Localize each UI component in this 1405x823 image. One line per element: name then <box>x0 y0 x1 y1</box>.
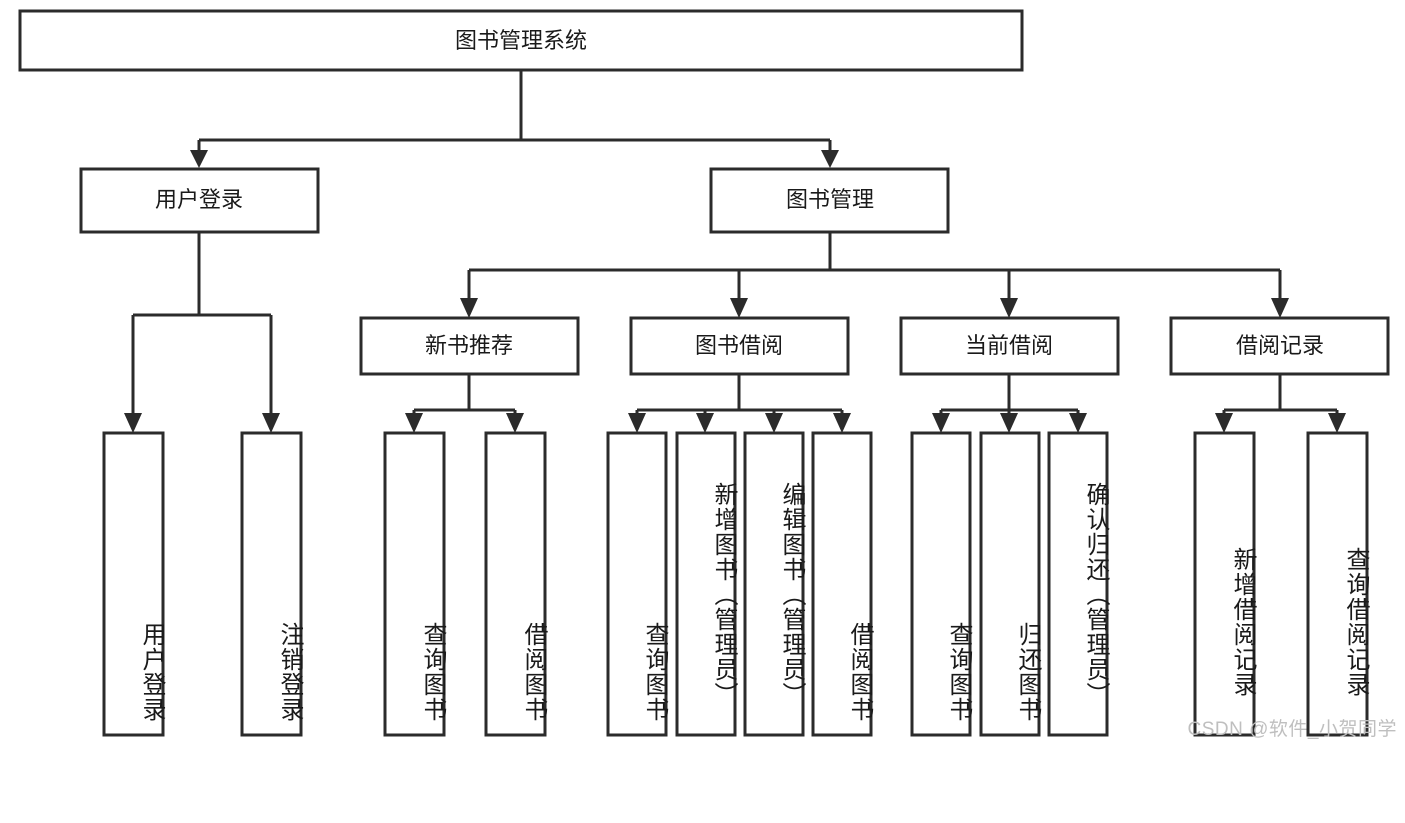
arrow-to-leaf-borrow-book-2 <box>833 413 851 433</box>
diagram-canvas: 图书管理系统 用户登录 图书管理 新书推荐 图书借阅 当前借阅 借阅记录 <box>18 9 1390 737</box>
connector-root-stem <box>197 70 832 152</box>
node-leaf-query-book-1[interactable] <box>383 431 446 737</box>
node-borrow-record[interactable]: 借阅记录 <box>1169 316 1390 376</box>
node-book-manage[interactable]: 图书管理 <box>709 167 950 234</box>
connector-book-manage-branch <box>467 232 1282 300</box>
arrow-to-leaf-add-record <box>1215 413 1233 433</box>
node-leaf-user-login[interactable] <box>102 431 165 737</box>
node-new-book-recommend-label: 新书推荐 <box>425 333 513 358</box>
node-leaf-edit-book[interactable] <box>743 431 805 737</box>
arrow-to-current-borrow <box>1000 298 1018 318</box>
node-leaf-borrow-book-2[interactable] <box>811 431 873 737</box>
node-book-borrow[interactable]: 图书借阅 <box>629 316 850 376</box>
node-current-borrow[interactable]: 当前借阅 <box>899 316 1120 376</box>
node-root-label: 图书管理系统 <box>455 28 587 53</box>
arrow-to-leaf-return-book <box>1000 413 1018 433</box>
node-leaf-add-record[interactable] <box>1193 431 1256 737</box>
arrow-to-new-book-recommend <box>460 298 478 318</box>
arrow-to-leaf-query-book-2 <box>628 413 646 433</box>
arrow-to-user-login <box>190 150 208 168</box>
connector-user-login-branch <box>131 232 273 415</box>
arrow-to-leaf-user-login <box>124 413 142 433</box>
node-user-login[interactable]: 用户登录 <box>79 167 320 234</box>
diagram-root: 图书管理系统 用户登录 图书管理 新书推荐 图书借阅 当前借阅 借阅记录 <box>18 9 1397 740</box>
watermark: CSDN @软件_小贺同学 <box>1187 719 1397 740</box>
node-leaf-add-book[interactable] <box>675 431 737 737</box>
node-book-manage-label: 图书管理 <box>786 187 874 212</box>
connector-new-book-branch <box>412 374 517 415</box>
arrow-to-leaf-borrow-book-1 <box>506 413 524 433</box>
node-leaf-query-record[interactable] <box>1306 431 1369 737</box>
node-leaf-logout-login[interactable] <box>240 431 303 737</box>
arrow-to-book-borrow <box>730 298 748 318</box>
node-leaf-borrow-book-1[interactable] <box>484 431 547 737</box>
node-leaf-confirm-return[interactable] <box>1047 431 1109 737</box>
arrow-to-leaf-edit-book <box>765 413 783 433</box>
arrow-to-leaf-query-book-1 <box>405 413 423 433</box>
node-leaf-query-book-2[interactable] <box>606 431 668 737</box>
node-borrow-record-label: 借阅记录 <box>1236 333 1324 358</box>
node-user-login-label: 用户登录 <box>155 187 243 212</box>
connector-current-borrow-branch <box>939 374 1080 415</box>
arrow-to-leaf-confirm-return <box>1069 413 1087 433</box>
node-leaf-query-book-3[interactable] <box>910 431 972 737</box>
node-book-borrow-label: 图书借阅 <box>695 333 783 358</box>
node-leaf-return-book[interactable] <box>979 431 1041 737</box>
arrow-to-leaf-logout-login <box>262 413 280 433</box>
arrow-to-leaf-add-book <box>696 413 714 433</box>
node-root[interactable]: 图书管理系统 <box>18 9 1024 72</box>
connector-book-borrow-branch <box>635 374 844 415</box>
node-new-book-recommend[interactable]: 新书推荐 <box>359 316 580 376</box>
arrow-to-book-manage <box>821 150 839 168</box>
arrow-to-borrow-record <box>1271 298 1289 318</box>
node-current-borrow-label: 当前借阅 <box>965 333 1053 358</box>
arrow-to-leaf-query-book-3 <box>932 413 950 433</box>
connector-borrow-record-branch <box>1222 374 1339 415</box>
arrow-to-leaf-query-record <box>1328 413 1346 433</box>
